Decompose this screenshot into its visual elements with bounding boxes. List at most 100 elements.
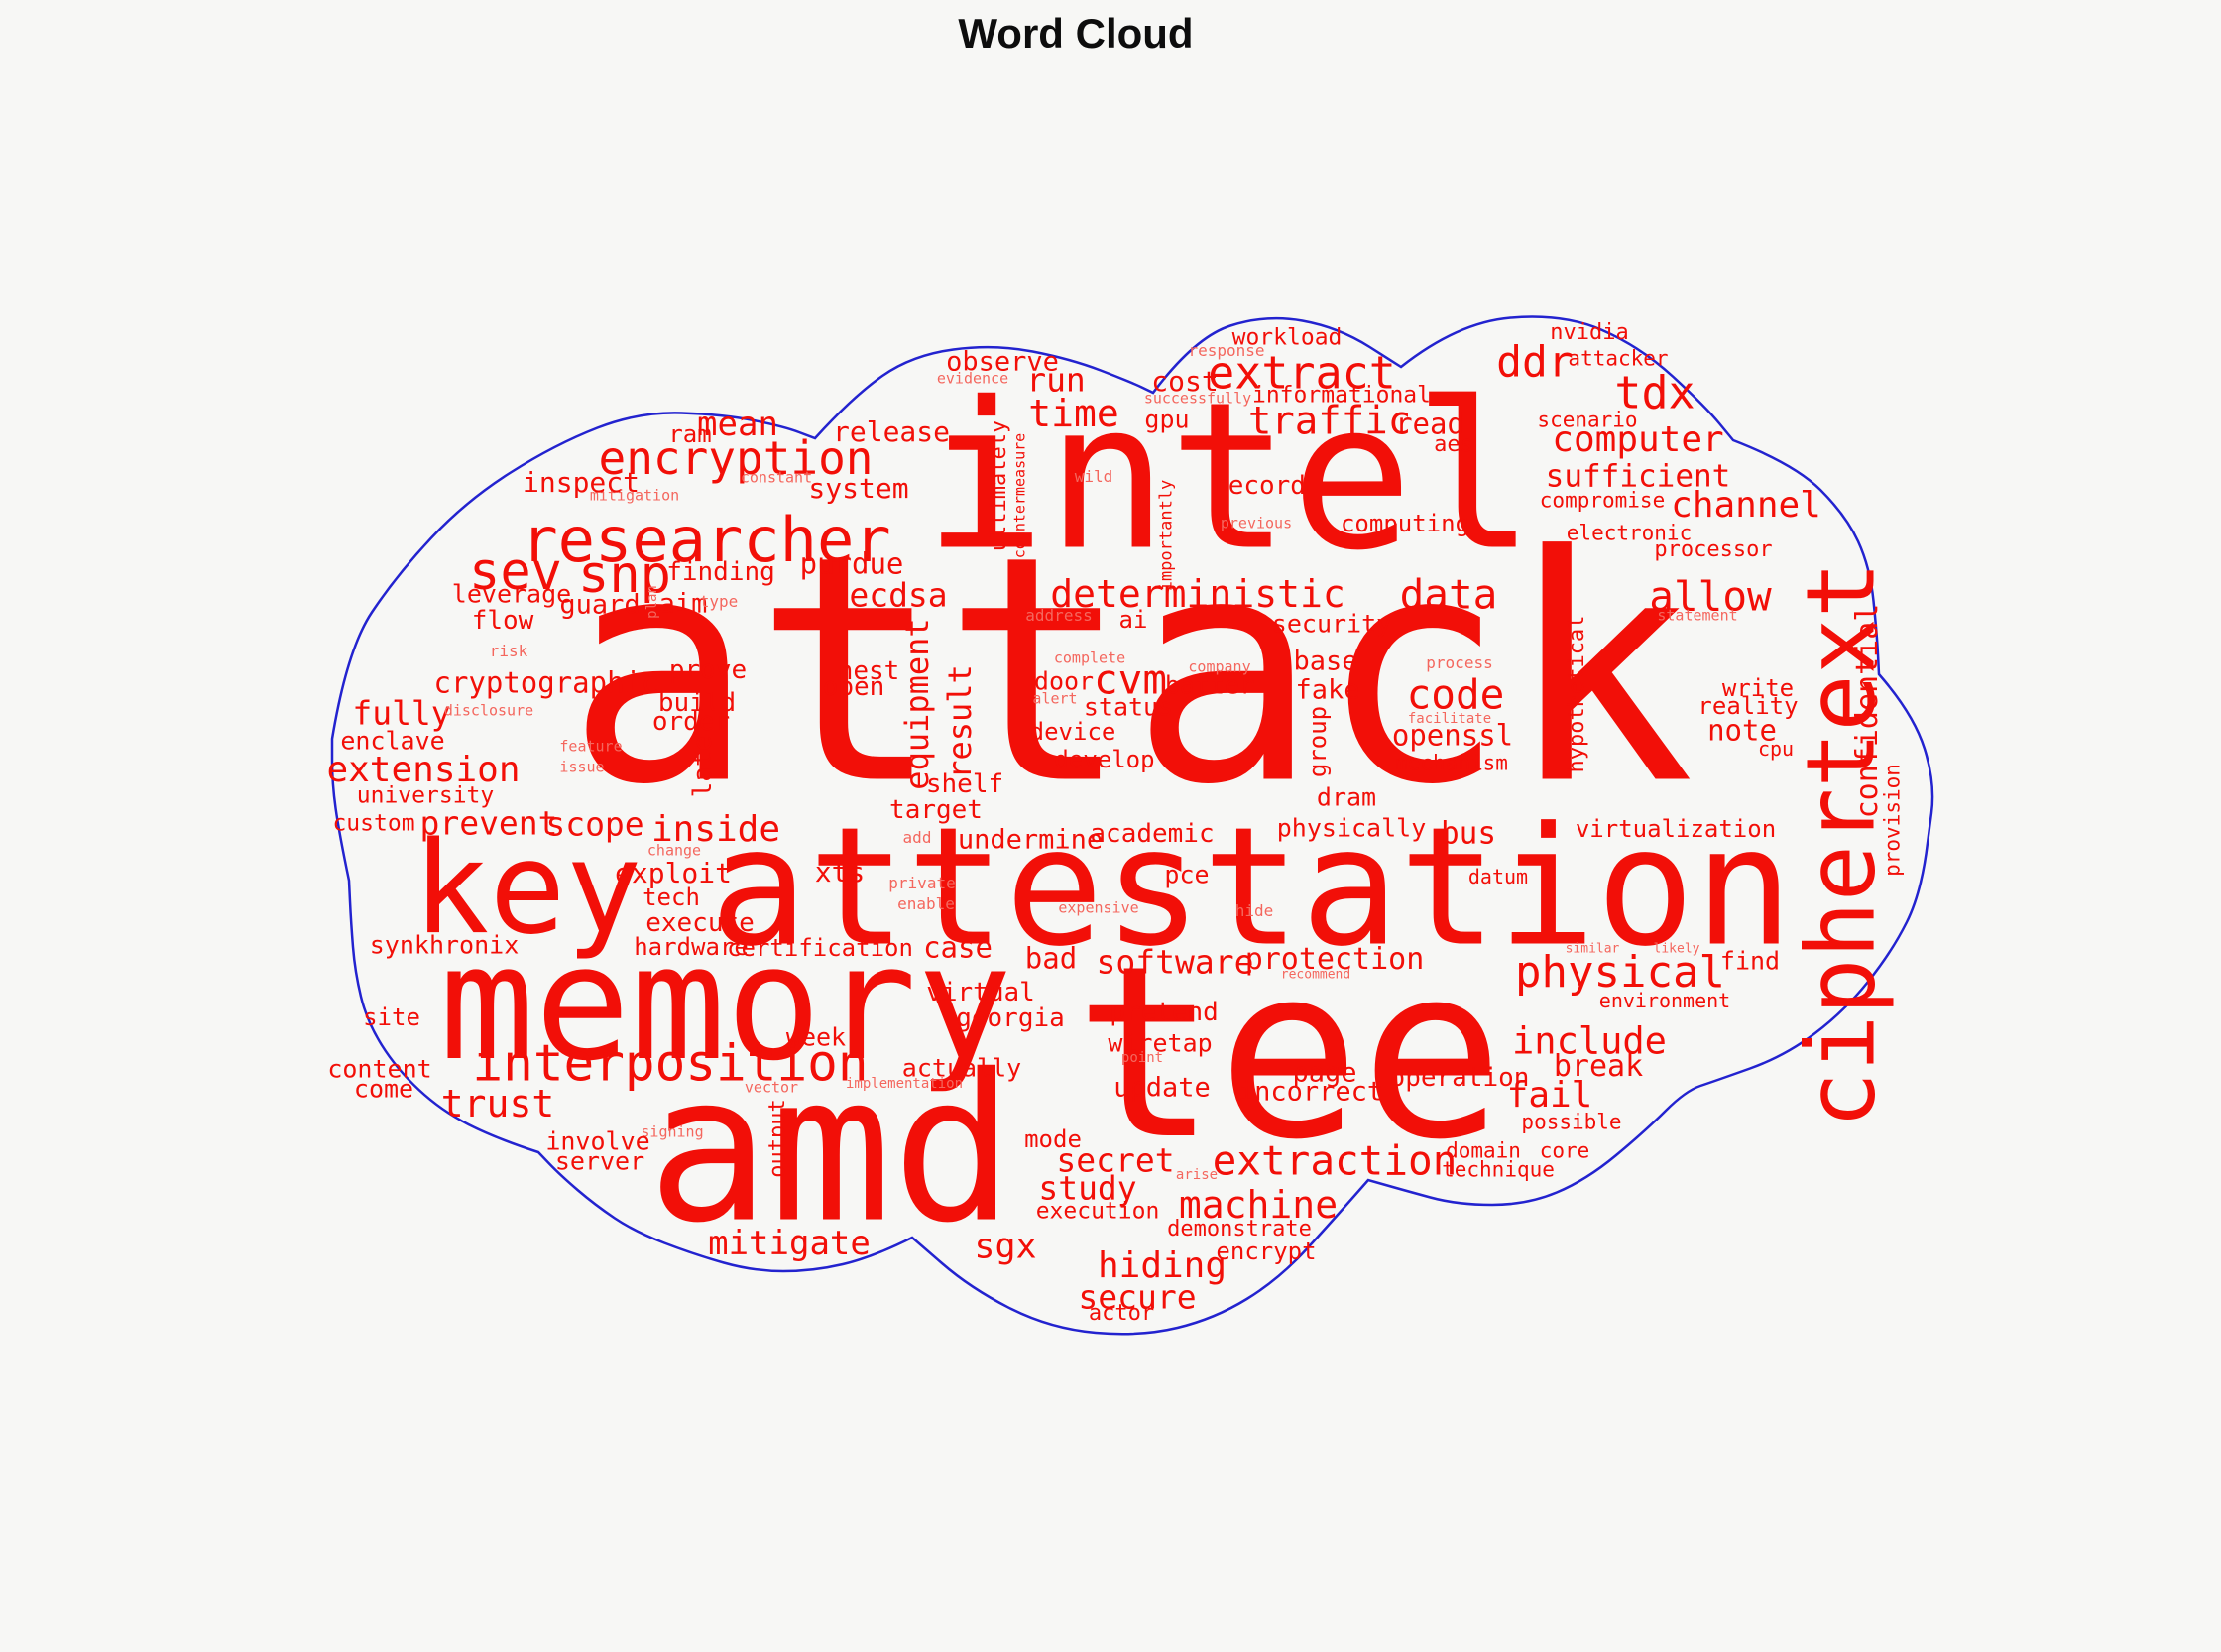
cloud-word: risk (489, 642, 528, 660)
cloud-word: georgia (956, 1003, 1065, 1033)
cloud-word: open (822, 672, 885, 702)
cloud-word: electronic (1566, 521, 1693, 545)
cloud-word: aim (658, 588, 708, 620)
cloud-word: incorrect (1237, 1076, 1384, 1108)
cloud-word: cryptographic (433, 665, 659, 700)
cloud-word: target (889, 795, 983, 825)
cloud-word: fully (352, 693, 451, 733)
cloud-word: mode (1024, 1125, 1082, 1153)
cloud-word: week (785, 1022, 847, 1052)
cloud-word: note (1707, 713, 1777, 748)
cloud-word: ai (1118, 606, 1148, 634)
cloud-word: actually (901, 1053, 1022, 1083)
cloud-word: vector (744, 1078, 799, 1097)
cloud-word: status (1083, 692, 1174, 722)
cloud-word: interposition (472, 1034, 869, 1094)
cloud-word: deterministic (1050, 572, 1345, 616)
cloud-word: academic (1090, 819, 1215, 849)
cloud-word: compromise (1539, 488, 1666, 513)
cloud-word: arise (1175, 1167, 1219, 1183)
cloud-word: gpu (1144, 405, 1190, 434)
cloud-word: evidence (936, 369, 1009, 388)
cloud-word: core (1539, 1138, 1590, 1163)
cloud-word: tech (643, 884, 700, 911)
cloud-word: issue (559, 758, 605, 776)
cloud-word: ddr (1496, 337, 1574, 388)
cloud-word: come (353, 1074, 414, 1104)
cloud-word: nvidia (1550, 320, 1629, 345)
cloud-word: hide (1234, 901, 1274, 920)
cloud-word: custom (332, 810, 415, 837)
cloud-word: inside (650, 809, 781, 850)
cloud-word: expensive (1058, 898, 1139, 917)
cloud-word: case (923, 930, 993, 965)
cloud-word: flow (471, 606, 534, 636)
cloud-word: likely (1653, 941, 1700, 957)
cloud-word: result (941, 664, 979, 779)
cloud-word: purdue (799, 546, 904, 581)
cloud-word: demonstrate (1167, 1217, 1312, 1241)
cloud-word: secure (1078, 1277, 1197, 1317)
cloud-word: page (1292, 1057, 1357, 1089)
cloud-word: server (554, 1146, 645, 1176)
cloud-word: ecdsa (849, 575, 948, 615)
cloud-word: late (688, 735, 718, 798)
cloud-word: point (1120, 1050, 1164, 1066)
cloud-word: memory (439, 910, 1012, 1096)
cloud-word: change (646, 841, 702, 860)
cloud-word: build (657, 688, 737, 718)
cloud-word: write (1721, 674, 1795, 702)
cloud-word: feature (559, 737, 623, 756)
cloud-word: cost (1151, 365, 1219, 398)
cloud-word: site (363, 1003, 420, 1031)
cloud-word: amd (646, 1031, 1015, 1268)
cloud-word: guard (559, 589, 641, 621)
cloud-word: undermine (957, 824, 1104, 856)
cloud-word: observe (946, 346, 1059, 378)
cloud-word: add (902, 828, 932, 847)
cloud-word: execute (645, 908, 755, 938)
cloud-word: software (1096, 942, 1254, 982)
cloud-word: constant (740, 468, 813, 487)
cloud-word: include (1512, 1019, 1667, 1063)
cloud-word: sev (469, 542, 562, 602)
cloud-word: inspect (522, 466, 641, 499)
cloud-word: tee (1074, 914, 1504, 1192)
cloud-word: tdx (1614, 366, 1695, 419)
cloud-word: traffic (1247, 399, 1412, 444)
cloud-word: encryption (598, 431, 874, 485)
cloud-word: recommend (1280, 967, 1351, 983)
cloud-word: mean (697, 405, 778, 444)
cloud-word: allow (1649, 572, 1772, 621)
cloud-word: wiretap (1108, 1028, 1213, 1058)
cloud-word: confidential (1850, 603, 1885, 819)
cloud-word: run (1026, 360, 1086, 400)
chart-title: Word Cloud (958, 10, 1194, 57)
cloud-word: plan (644, 585, 660, 619)
cloud-word: enable (897, 894, 955, 913)
cloud-word: similar (1565, 941, 1620, 957)
cloud-word: physical (1515, 947, 1725, 998)
cloud-word: extract (1208, 346, 1396, 400)
cloud-word: response (1188, 341, 1265, 360)
cloud-word: importantly (1156, 479, 1177, 592)
cloud-word: operation (1389, 1063, 1530, 1093)
cloud-word: computer (1552, 419, 1724, 460)
cloud-word: reality (1697, 692, 1799, 720)
cloud-word: wild (1074, 467, 1113, 486)
cloud-word: machine (1178, 1183, 1339, 1227)
cloud-word: statement (1657, 606, 1738, 625)
cloud-word: extraction (1212, 1136, 1458, 1185)
cloud-word: batter (1164, 670, 1255, 700)
cloud-word: door (1033, 666, 1095, 696)
cloud-word: private (888, 874, 956, 892)
cloud-word: pretend (1110, 998, 1219, 1027)
cloud-word: dram (1316, 782, 1377, 812)
cloud-word: finding (666, 557, 775, 587)
cloud-word: ram (668, 420, 712, 448)
cloud-word: study (1038, 1168, 1137, 1208)
cloud-word: record (1213, 471, 1306, 501)
cloud-word: bad (1024, 941, 1078, 976)
cloud-word: exploit (614, 857, 733, 889)
cloud-word: company (1188, 657, 1251, 676)
